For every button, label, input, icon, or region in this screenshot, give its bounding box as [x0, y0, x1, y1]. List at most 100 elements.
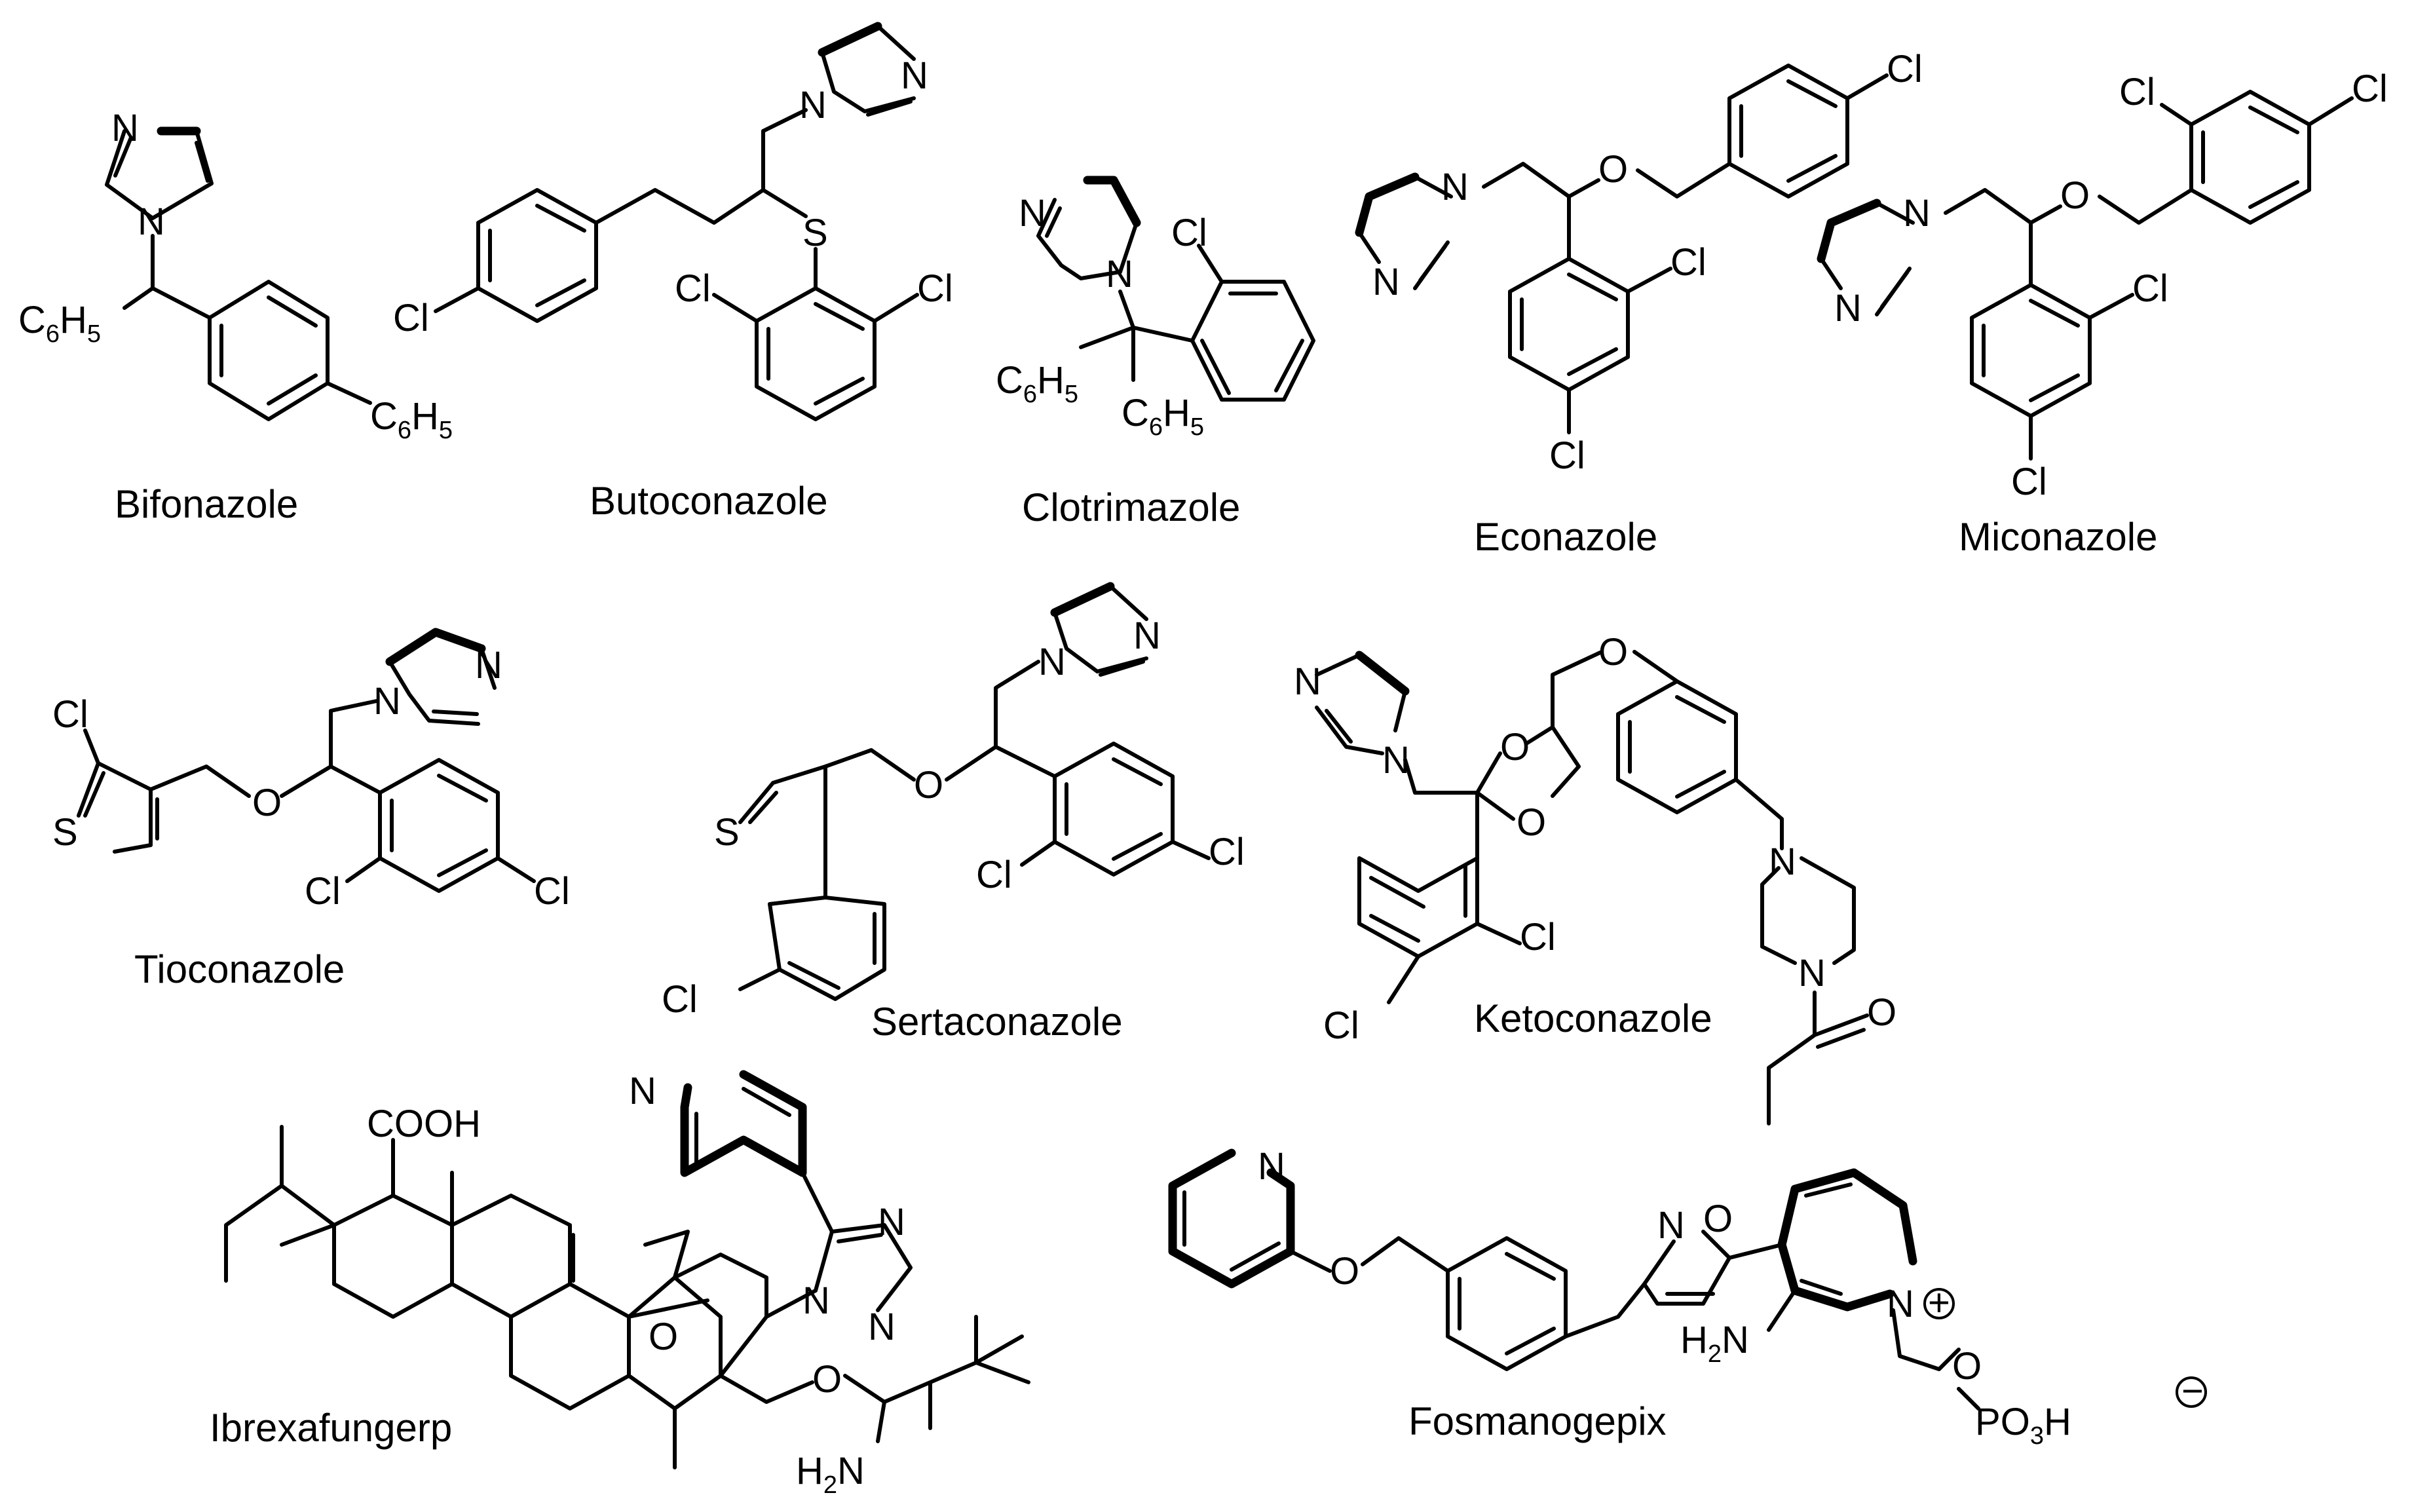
econazole-atom-cl-ortho: Cl: [1670, 241, 1707, 284]
ibrexafungerp-pyridine-ring: [680, 1070, 807, 1177]
fosmanogepix-minus-sign: −: [2181, 1370, 2204, 1412]
structure-sertaconazole: N N O S Cl Cl Cl Sertaconazole: [662, 582, 1245, 1044]
miconazole-chain: [1944, 188, 2193, 225]
ketoconazole-atom-n-piperazine-bottom: N: [1798, 952, 1826, 994]
ibrexafungerp-amine-bond: [876, 1400, 886, 1443]
econazole-atom-cl-para: Cl: [1887, 48, 1923, 90]
sertaconazole-imidazole-ring: [1053, 584, 1148, 673]
ketoconazole-piperazine-link: [1734, 778, 1784, 850]
sertaconazole-cl-bonds: [1020, 840, 1211, 867]
sertaconazole-atom-n1: N: [1038, 641, 1066, 683]
bifonazole-methine-bonds: [123, 234, 212, 320]
miconazole-imidazole-double: [1880, 271, 1909, 309]
fosmanogepix-substituents: [1767, 1289, 1980, 1410]
ketoconazole-dichlorophenyl-ring: [1357, 856, 1479, 958]
butoconazole-imidazole-double: [866, 100, 913, 117]
fosmanogepix-plus-charge-circle: [1923, 1288, 1955, 1319]
fosmanogepix-isoxazole: [1642, 1230, 1731, 1306]
structure-ketoconazole: N N O O O N N O Cl Cl Ketoconazole: [1294, 631, 1896, 1125]
ibrexafungerp-oxa-bridge: [627, 1230, 768, 1378]
clotrimazole-cl-bond: [1197, 244, 1224, 284]
miconazole-atom-n3: N: [1834, 287, 1862, 330]
miconazole-atom-cl-top-left: Cl: [2119, 71, 2155, 113]
fosmanogepix-label-po3h: PO3H: [1975, 1401, 2071, 1450]
miconazole-bottom-cl-bonds: [2029, 293, 2134, 461]
tioconazole-atom-n3: N: [475, 644, 502, 687]
bifonazole-phenyl-ring: [208, 280, 330, 421]
ketoconazole-ch2o-bonds: [1551, 650, 1679, 729]
bifonazole-atom-n-top: N: [111, 107, 139, 149]
econazole-cl-bonds-lower: [1567, 267, 1672, 434]
ibrexafungerp-triazole: [814, 1223, 913, 1312]
miconazole-dichlorophenyl-bottom-ring: [1970, 283, 2092, 418]
fosmanogepix-pyridinium-inner: [1800, 1182, 1853, 1296]
miconazole-atom-o: O: [2060, 174, 2090, 217]
ketoconazole-cl-bonds: [1387, 922, 1522, 1004]
econazole-dichlorophenyl-ring: [1508, 257, 1630, 392]
fosmanogepix-pyridinium-ring: [1777, 1168, 1917, 1312]
ketoconazole-acetyl: [1767, 991, 1869, 1125]
ketoconazole-atom-o-dioxolane-top: O: [1500, 726, 1530, 768]
ibrexafungerp-ring-c: [509, 1233, 631, 1410]
econazole-atom-o: O: [1598, 148, 1628, 191]
fosmanogepix-minus-charge-circle: [2176, 1376, 2207, 1408]
ketoconazole-atom-cl-ortho: Cl: [1520, 916, 1556, 958]
tioconazole-dichlorophenyl-ring: [378, 758, 500, 893]
sertaconazole-atom-cl-benzo: Cl: [662, 978, 698, 1021]
econazole-atom-n1: N: [1441, 166, 1469, 208]
structure-econazole: N N O Cl Cl Cl Econazole: [1355, 48, 1923, 559]
ibrexafungerp-ring-d-bridge: [627, 1276, 723, 1469]
name-fosmanogepix: Fosmanogepix: [1408, 1399, 1667, 1443]
clotrimazole-label-c6h5-bottom: C6H5: [1122, 392, 1204, 441]
econazole-imidazole-double: [1418, 244, 1447, 282]
name-tioconazole: Tioconazole: [134, 947, 345, 991]
butoconazole-cl-bonds-lower: [712, 293, 919, 323]
tioconazole-imidazole-double: [432, 709, 479, 716]
tioconazole-cl-bonds: [83, 728, 536, 883]
butoconazole-dichlorophenyl-ring: [755, 286, 877, 421]
econazole-imidazole-bold-bond: [1355, 172, 1420, 237]
ketoconazole-atom-o-dioxolane-bottom: O: [1517, 801, 1546, 844]
fosmanogepix-atom-o-isoxazole: O: [1703, 1198, 1733, 1240]
ketoconazole-phenoxy-ring: [1616, 679, 1738, 814]
fosmanogepix-atom-n-left-pyridine: N: [1258, 1145, 1285, 1188]
fosmanogepix-benzyl-ring: [1446, 1236, 1568, 1371]
clotrimazole-atom-n1: N: [1106, 253, 1133, 295]
ibrexafungerp-label-h2n: H2N: [796, 1450, 865, 1499]
structure-ibrexafungerp: COOH N O O N N N H2N Ibrexafungerp: [210, 1070, 1030, 1499]
structure-butoconazole: N N S Cl Cl Cl Butoconazole: [393, 22, 953, 523]
structure-bifonazole: N N C6H5 C6H5 Bifonazole: [18, 107, 453, 526]
ibrexafungerp-atom-n-pyridine: N: [629, 1070, 656, 1112]
fosmanogepix-pyridine-left-inner: [1182, 1190, 1281, 1272]
ketoconazole-atom-n1: N: [1382, 739, 1410, 782]
name-bifonazole: Bifonazole: [115, 482, 298, 526]
name-butoconazole: Butoconazole: [590, 479, 828, 523]
fosmanogepix-aryl-link: [1727, 1243, 1784, 1260]
tioconazole-atom-n1: N: [373, 680, 401, 723]
sertaconazole-atom-cl-para: Cl: [1209, 831, 1245, 873]
ibrexafungerp-atom-o-ether: O: [812, 1358, 842, 1401]
ibrexafungerp-atom-n-triazole-1: N: [802, 1279, 830, 1322]
tioconazole-atom-cl-ortho: Cl: [305, 870, 341, 913]
tioconazole-atom-cl-para: Cl: [534, 870, 570, 913]
ibrexafungerp-pyridyl-link: [801, 1171, 834, 1234]
fosmanogepix-atom-o-ether: O: [1330, 1250, 1359, 1293]
name-ibrexafungerp: Ibrexafungerp: [210, 1406, 452, 1450]
econazole-para-cl-bond: [1845, 73, 1889, 100]
ketoconazole-atom-o-carbonyl: O: [1867, 991, 1896, 1034]
ibrexafungerp-ring-b: [450, 1171, 572, 1319]
ketoconazole-atom-o-ether: O: [1598, 631, 1628, 673]
ketoconazole-atom-n3: N: [1294, 660, 1321, 703]
econazole-chain: [1482, 162, 1731, 198]
econazole-atom-n3: N: [1372, 261, 1400, 303]
sertaconazole-benzo-cl-bond: [738, 968, 782, 991]
fosmanogepix-atom-n-pyridinium: N: [1887, 1283, 1914, 1325]
tioconazole-atom-cl-thiophene: Cl: [52, 693, 88, 736]
sertaconazole-atom-n3: N: [1133, 614, 1161, 657]
bifonazole-para-bond: [326, 381, 372, 405]
clotrimazole-imidazole-double: [1045, 206, 1062, 238]
structure-tioconazole: N N O S Cl Cl Cl Tioconazole: [52, 628, 570, 991]
miconazole-imidazole-bold-bond: [1817, 198, 1881, 263]
fosmanogepix-plus-sign: +: [1928, 1281, 1950, 1324]
